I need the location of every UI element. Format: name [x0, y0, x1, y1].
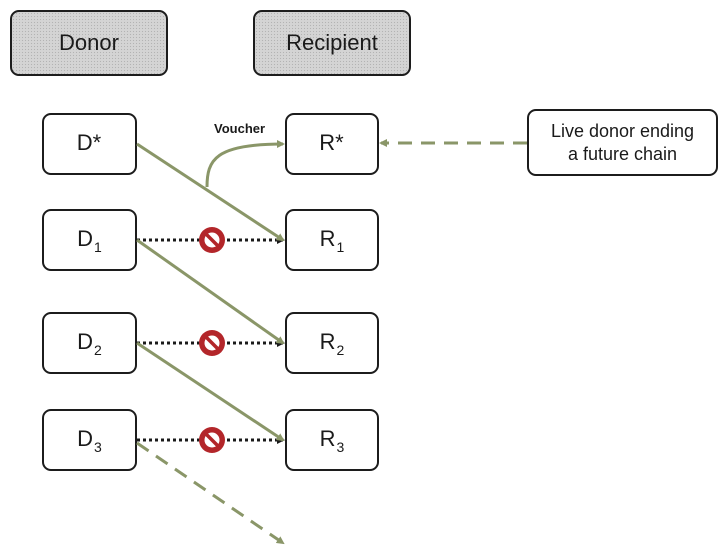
- donor-label: D3: [77, 425, 102, 455]
- recipient-header: Recipient: [253, 10, 411, 76]
- recipient-node-r1: R1: [285, 209, 379, 271]
- donor-label: D2: [77, 328, 102, 358]
- voucher-arrow: [205, 140, 285, 188]
- chain-arrow-d1-r2: [136, 238, 285, 345]
- recipient-node-r3: R3: [285, 409, 379, 471]
- chain-arrow-dstar-r1: [136, 142, 285, 242]
- recipient-node-r2: R2: [285, 312, 379, 374]
- recipient-header-label: Recipient: [286, 30, 378, 55]
- donor-label: D*: [76, 129, 102, 155]
- future-chain-note-line1: Live donor ending: [550, 120, 695, 141]
- future-chain-note: Live donor ending a future chain: [527, 109, 718, 176]
- recipient-label: R1: [319, 225, 345, 255]
- voucher-label: Voucher: [214, 121, 266, 136]
- donor-header: Donor: [10, 10, 168, 76]
- recipient-label: R3: [319, 425, 345, 455]
- donor-node-d-star: D*: [42, 113, 137, 175]
- chain-arrow-d2-r3: [136, 341, 285, 442]
- recipient-node-r-star: R*: [285, 113, 379, 175]
- prohibited-icon: [199, 227, 225, 253]
- recipient-label: R*: [319, 129, 344, 155]
- recipient-label: R2: [319, 328, 345, 358]
- prohibited-icon: [199, 427, 225, 453]
- donor-node-d1: D1: [42, 209, 137, 271]
- chain-continuation-arrow: [136, 441, 285, 545]
- donor-node-d2: D2: [42, 312, 137, 374]
- donor-node-d3: D3: [42, 409, 137, 471]
- future-chain-note-line2: a future chain: [567, 143, 678, 164]
- donor-header-label: Donor: [59, 30, 119, 55]
- prohibited-icon: [199, 330, 225, 356]
- donor-label: D1: [77, 225, 102, 255]
